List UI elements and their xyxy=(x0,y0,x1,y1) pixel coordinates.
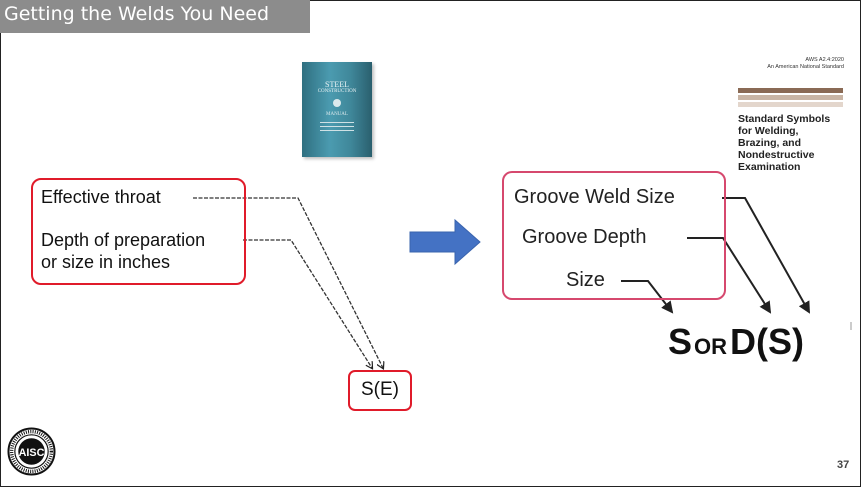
book-label: MANUAL xyxy=(326,112,348,117)
aws-title-line: Examination xyxy=(738,161,801,173)
groove-weld-size-leader xyxy=(722,197,810,314)
page-number: 37 xyxy=(837,459,850,471)
symbol-or: OR xyxy=(694,334,728,359)
groove-depth-label: Groove Depth xyxy=(522,226,647,248)
aws-standard-type: An American National Standard xyxy=(767,64,844,70)
svg-text:AISC: AISC xyxy=(19,447,45,459)
left-symbol-box xyxy=(348,370,412,411)
effective-throat-leader xyxy=(193,197,383,368)
book-rule xyxy=(320,126,354,127)
depth-label-line1: Depth of preparation xyxy=(41,230,206,250)
blue-right-arrow xyxy=(409,218,481,266)
symbol-ds: D(S) xyxy=(730,321,805,362)
right-weld-symbol: SORD(S) xyxy=(668,321,804,363)
symbol-s: S xyxy=(668,321,693,362)
depth-label-line2: or size in inches xyxy=(41,252,171,272)
book-emblem-icon xyxy=(333,99,341,107)
aws-cover-bar xyxy=(738,88,843,93)
left-highlight-box xyxy=(31,178,246,285)
aws-title-line: Standard Symbols xyxy=(738,113,831,125)
groove-weld-size-label: Groove Weld Size xyxy=(514,186,675,208)
book-subtitle: CONSTRUCTION xyxy=(317,89,357,94)
title-bar: Getting the Welds You Need xyxy=(0,0,310,33)
aws-cover-bar xyxy=(738,102,843,107)
aws-title-line: for Welding, xyxy=(738,125,799,137)
depth-leader xyxy=(243,239,372,368)
aisc-logo-icon: AISC xyxy=(7,427,56,476)
effective-throat-label: Effective throat xyxy=(41,187,161,207)
aws-cover-bar xyxy=(738,95,843,100)
book-rule xyxy=(320,122,354,123)
size-label: Size xyxy=(566,269,605,291)
aws-cover-header: AWS A2.4:2020 An American National Stand… xyxy=(767,57,844,71)
aws-cover-title: Standard Symbols for Welding, Brazing, a… xyxy=(738,113,830,173)
book-rule xyxy=(320,130,354,131)
left-weld-symbol: S(E) xyxy=(361,379,399,400)
book-title: STEEL xyxy=(325,80,349,89)
size-leader xyxy=(621,280,674,314)
groove-depth-leader xyxy=(687,237,772,314)
slide-title: Getting the Welds You Need xyxy=(4,3,270,25)
aws-title-line: Nondestructive xyxy=(738,149,815,161)
aws-title-line: Brazing, and xyxy=(738,137,802,149)
aws-standard-number: AWS A2.4:2020 xyxy=(805,57,844,63)
steel-manual-book-image: STEEL CONSTRUCTION MANUAL xyxy=(302,62,372,157)
right-highlight-box xyxy=(502,171,726,300)
